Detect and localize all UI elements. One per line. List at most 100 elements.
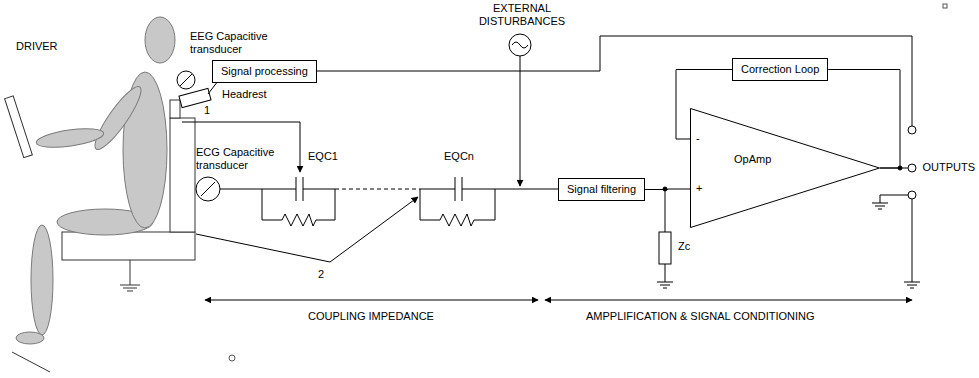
zc-resistor: [657, 282, 673, 288]
label-holder: EEG Capacitive transducer: [190, 30, 282, 56]
coupling-network: [455, 177, 456, 201]
ecg-transducer: [196, 177, 220, 201]
label-holder: AMPPLIFICATION & SIGNAL CONDITIONING: [586, 310, 815, 323]
driver-figure: [130, 260, 131, 285]
coupling-network: [420, 189, 455, 190]
process-box: Signal processing: [212, 60, 317, 83]
driver-figure: [89, 82, 147, 155]
output-wire: [300, 36, 912, 126]
disturbance-label: EXTERNAL DISTURBANCES: [474, 2, 570, 28]
coupling-network: [262, 189, 335, 226]
transducer-label: ECG Capacitive transducer: [196, 146, 288, 172]
driver-figure: [170, 100, 180, 118]
component-label: EQC1: [308, 150, 338, 163]
driver-figure: [31, 225, 53, 335]
input-sign: +: [696, 182, 702, 195]
leader-arrow: [182, 122, 418, 262]
output-wire: [300, 36, 912, 126]
range-label: COUPLING IMPEDANCE: [308, 310, 434, 323]
label-holder: EQCn: [444, 150, 474, 163]
box-label: Correction Loop: [741, 63, 819, 76]
box-label: Signal filtering: [567, 183, 636, 196]
driver-figure: [16, 332, 44, 344]
leader-arrow: [196, 197, 418, 262]
component-label: EQCn: [444, 150, 474, 163]
eeg-transducer: [180, 74, 192, 86]
transducer-label: EEG Capacitive transducer: [190, 30, 282, 56]
coupling-network: [220, 189, 296, 190]
label-holder: COUPLING IMPEDANCE: [308, 310, 434, 323]
label-holder: EXTERNAL DISTURBANCES: [474, 2, 570, 28]
label-holder: Zc: [678, 240, 690, 253]
stray-mark: [229, 355, 235, 361]
driver-figure: [12, 352, 50, 372]
coupling-network: [420, 189, 495, 226]
terminal-label: OUTPUTS: [922, 161, 975, 174]
driver-figure: [5, 96, 33, 158]
range-arrow: [205, 300, 538, 301]
eeg-transducer: [177, 71, 195, 89]
output-terminals: [880, 195, 908, 203]
driver-figure: [62, 232, 195, 260]
disturbance-source: [512, 42, 528, 48]
coupling-network: [303, 189, 335, 190]
process-box: Signal filtering: [558, 178, 645, 201]
coupling-network: [220, 177, 570, 226]
opamp-name: OpAmp: [734, 153, 771, 166]
output-terminals: [912, 199, 913, 282]
driver-figure: [120, 285, 140, 291]
range-label: AMPPLIFICATION & SIGNAL CONDITIONING: [586, 310, 815, 323]
output-terminals: [908, 126, 916, 134]
driver-figure: [145, 17, 175, 63]
coupling-network: [335, 189, 420, 190]
output-terminals: [872, 203, 888, 209]
title-label: DRIVER: [16, 40, 58, 53]
ecg-transducer: [201, 182, 215, 196]
zc-resistor: [665, 189, 666, 232]
opamp-outline: [690, 108, 880, 228]
output-terminals: [908, 164, 916, 172]
label-holder: OUTPUTS: [922, 161, 975, 174]
component-label: Zc: [678, 240, 690, 253]
wire-connector: [828, 70, 900, 169]
callout-number: 2: [318, 268, 324, 281]
driver-figure: [35, 125, 105, 150]
input-sign: -: [696, 132, 700, 145]
zc-resistor: [659, 232, 671, 264]
disturbance-source: [520, 56, 521, 186]
label-holder: EQC1: [308, 150, 338, 163]
callout-number: 1: [204, 104, 210, 117]
label-holder: 2: [318, 268, 324, 281]
leader-arrow: [182, 122, 300, 172]
process-box: Correction Loop: [732, 58, 828, 81]
disturbance-source: [509, 34, 531, 186]
zc-resistor: [657, 187, 673, 288]
label-holder: DRIVER: [16, 40, 58, 53]
range-arrow: [545, 300, 912, 301]
ecg-transducer: [196, 177, 220, 201]
output-terminals: [872, 126, 920, 288]
part-label: Headrest: [222, 88, 267, 101]
stray-mark: [229, 4, 947, 361]
box-label: Signal processing: [221, 65, 308, 78]
output-terminals: [904, 282, 920, 288]
label-holder: 1: [204, 104, 210, 117]
wire-connector: [645, 189, 690, 191]
output-terminals: [908, 191, 916, 199]
coupling-network: [296, 177, 297, 201]
opamp-triangle: - OpAmp +: [690, 108, 880, 228]
driver-figure: [5, 17, 195, 372]
range-arrow: [205, 300, 912, 301]
coupling-network: [462, 189, 570, 190]
driver-figure: [170, 118, 195, 232]
stray-mark: [943, 4, 947, 8]
label-holder: Headrest: [222, 88, 267, 101]
label-holder: ECG Capacitive transducer: [196, 146, 288, 172]
disturbance-source: [509, 34, 531, 56]
zc-resistor: [665, 264, 666, 282]
opamp-outline: [691, 109, 880, 228]
